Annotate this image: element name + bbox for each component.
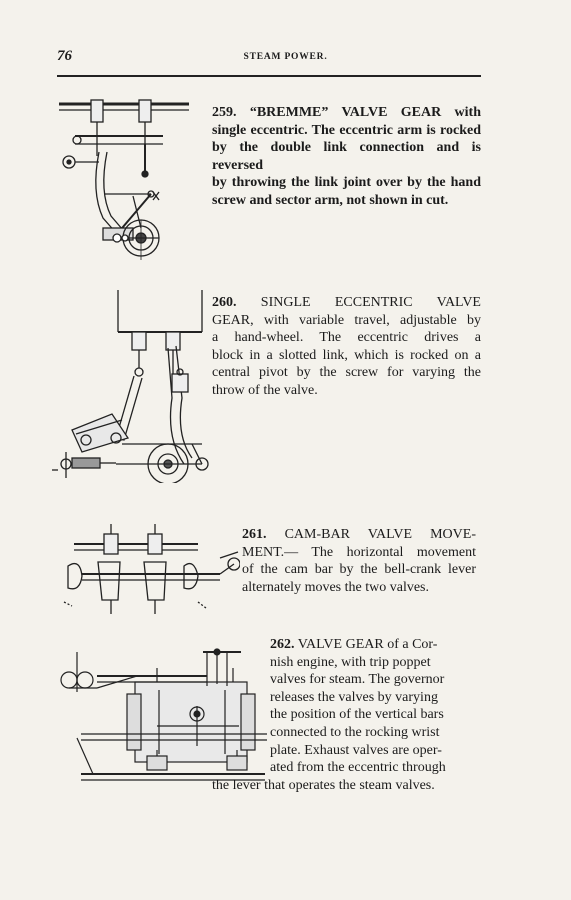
entry-line: valves for steam. The governor: [270, 672, 445, 688]
figure-261-cam-bar-valve-movement: [60, 522, 240, 617]
entry-line: central pivot by the screw for varying t…: [212, 365, 481, 381]
entry-line: of the cam bar by the bell-crank lever: [242, 562, 476, 578]
entry-line: a hand-wheel. The eccentric drives a: [212, 330, 481, 346]
entry-260: 260. SINGLE ECCENTRIC VALVE GEAR, with v…: [212, 294, 481, 400]
entry-line: alternately moves the two valves.: [242, 579, 429, 595]
entry-261: 261. CAM-BAR VALVE MOVE- MENT.— The hori…: [242, 526, 476, 596]
entry-line-text: CAM-BAR VALVE MOVE-: [284, 527, 476, 542]
entry-number: 261.: [242, 527, 267, 542]
entry-line: nish engine, with trip poppet: [270, 654, 431, 670]
entry-line: 259. “BREMME” VALVE GEAR with: [212, 104, 481, 122]
entry-line-text: SINGLE ECCENTRIC VALVE: [260, 295, 481, 310]
header-rule: [57, 75, 481, 77]
entry-line: block in a slotted link, which is rocked…: [212, 347, 481, 363]
entry-line: by the double link connection and is rev…: [212, 140, 481, 173]
entry-line: 260. SINGLE ECCENTRIC VALVE: [212, 294, 481, 312]
entry-line: by throwing the link joint over by the h…: [212, 175, 481, 191]
entry-line: 262. VALVE GEAR of a Cor-: [212, 636, 476, 654]
entry-line: plate. Exhaust valves are oper-: [270, 742, 442, 758]
figure-260-single-eccentric-valve-gear: [52, 288, 210, 483]
entry-line: single eccentric. The eccentric arm is r…: [212, 122, 481, 138]
entry-line: the position of the vertical bars: [270, 707, 444, 723]
entry-line: releases the valves by varying: [270, 689, 438, 705]
entry-line: the lever that operates the steam valves…: [212, 777, 435, 793]
entry-number: 260.: [212, 295, 237, 310]
entry-line: connected to the rocking wrist: [270, 724, 440, 740]
entry-262: 262. VALVE GEAR of a Cor- nish engine, w…: [212, 636, 476, 794]
entry-line: 261. CAM-BAR VALVE MOVE-: [242, 526, 476, 544]
entry-line: screw and sector arm, not shown in cut.: [212, 192, 449, 208]
entry-259: 259. “BREMME” VALVE GEAR with single ecc…: [212, 104, 481, 210]
page-number: 76: [57, 48, 72, 64]
figure-259-bremme-valve-gear: [55, 96, 205, 266]
entry-number: 262.: [270, 637, 295, 652]
entry-line: GEAR, with variable travel, adjustable b…: [212, 312, 481, 328]
entry-line-text: “BREMME” VALVE GEAR with: [249, 105, 481, 120]
entry-line: ated from the eccentric through: [270, 760, 446, 776]
entry-line-text: VALVE GEAR of a Cor-: [297, 637, 438, 652]
entry-line: throw of the valve.: [212, 382, 318, 398]
running-title: STEAM POWER.: [243, 52, 328, 62]
entry-line: MENT.— The horizontal movement: [242, 544, 476, 560]
figure-262-cornish-engine-valve-gear: [57, 646, 269, 788]
entry-number: 259.: [212, 105, 237, 120]
